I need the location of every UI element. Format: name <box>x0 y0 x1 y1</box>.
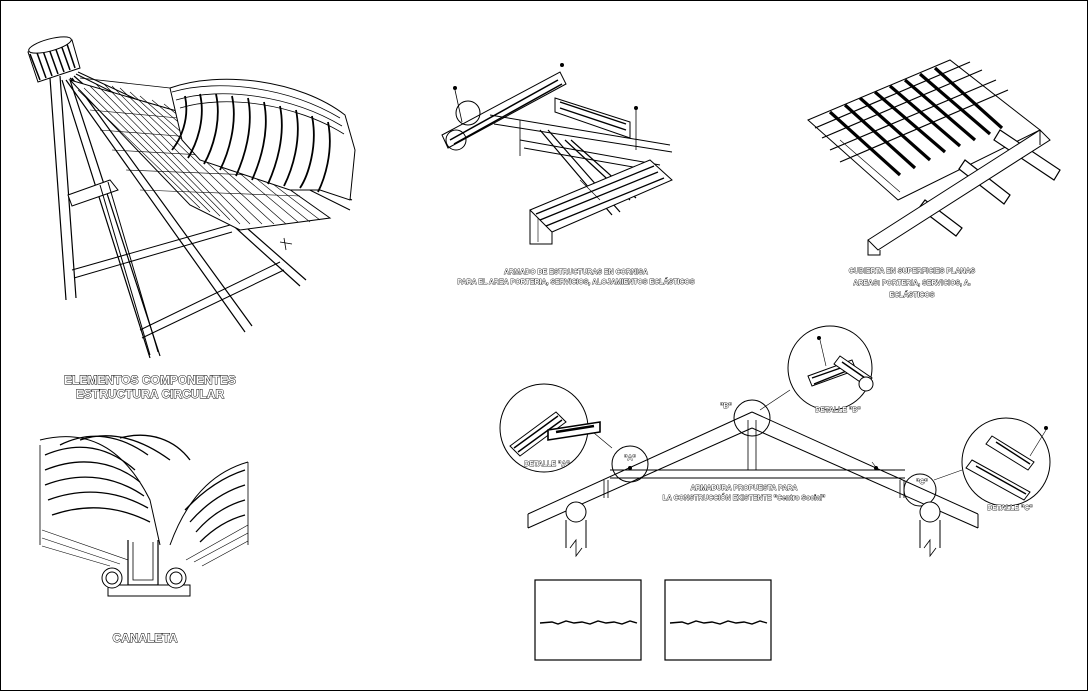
mark-circle-a <box>611 445 649 483</box>
canaleta-drawing <box>39 434 249 597</box>
mark-a-label: "A" <box>624 455 636 462</box>
mark-b-label: "B" <box>720 403 732 410</box>
detail-b-bubble <box>759 325 874 411</box>
flat-roof-drawing <box>807 59 1061 256</box>
section-box-right <box>664 579 772 661</box>
mark-circle-b <box>733 399 771 437</box>
canaleta-title: CANALETA <box>112 631 177 645</box>
flat-title-line3: ECLÁSTICOS <box>889 290 934 299</box>
circular-title-line2: ESTRUCTURA CIRCULAR <box>76 387 225 401</box>
truss-drawing <box>527 399 979 558</box>
cornice-assembly-drawing <box>441 63 673 245</box>
detail-c-label: DETALLE "C" <box>987 505 1032 512</box>
flat-title-line1: CUBIERTA EN SUPERFICIES PLANAS <box>849 268 976 275</box>
mark-c-label: "C" <box>916 479 928 486</box>
truss-title-line1: ARMADURA PROPUESTA PARA <box>691 485 798 492</box>
detail-a-bubble <box>499 383 613 473</box>
detail-b-label: DETALLE "B" <box>815 407 860 414</box>
circular-structure-drawing <box>27 36 356 359</box>
cornice-title-line1: ARMADO DE ESTRUCTURAS EN CORNISA <box>504 269 648 276</box>
section-box-left <box>534 579 642 661</box>
detail-a-label: DETALLE "A" <box>524 461 569 468</box>
flat-title-line2: AREAS: PORTERIA, SERVICIOS, A. <box>853 280 971 287</box>
circular-title-line1: ELEMENTOS COMPONENTES <box>64 373 236 387</box>
detail-c-bubble <box>933 417 1051 507</box>
truss-title-line2: LA CONSTRUCCIÓN EXISTENTE "Centro Social… <box>663 493 826 502</box>
cone-cap <box>27 36 81 83</box>
cornice-title-line2: PARA EL AREA PORTERIA, SERVICIOS, ALOJAM… <box>457 277 695 286</box>
